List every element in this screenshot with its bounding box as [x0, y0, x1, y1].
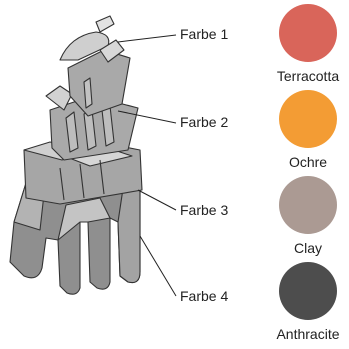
callout-label-4: Farbe 4 [180, 288, 229, 304]
leader-line-3 [137, 189, 177, 211]
color-circle [279, 176, 337, 234]
swatch-anthracite: Anthracite [268, 262, 348, 342]
color-circle [279, 262, 337, 320]
leader-line-1 [117, 34, 177, 43]
callout-label-1: Farbe 1 [180, 26, 229, 42]
leader-line-2 [117, 110, 177, 124]
swatch-label: Terracotta [276, 68, 340, 84]
swatch-label: Clay [293, 240, 322, 256]
callout-label-3: Farbe 3 [180, 202, 229, 218]
color-circle [279, 4, 337, 62]
color-circle [279, 90, 337, 148]
swatch-ochre: Ochre [268, 90, 348, 170]
tier-2-part [45, 85, 139, 161]
tier-1-part [59, 15, 131, 117]
swatch-label: Ochre [288, 154, 328, 170]
swatch-clay: Clay [268, 176, 348, 256]
swatch-terracotta: Terracotta [268, 4, 348, 84]
leader-line-4 [139, 235, 177, 297]
callout-label-2: Farbe 2 [180, 114, 229, 130]
swatch-label: Anthracite [276, 326, 340, 342]
